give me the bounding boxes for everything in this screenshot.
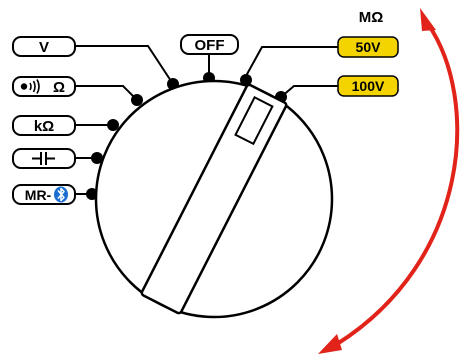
bluetooth-icon (54, 186, 68, 203)
dot-kohm (107, 119, 119, 131)
label-kohm: kΩ (34, 118, 54, 135)
label-megaohm: MΩ (359, 9, 384, 26)
label-continuity-box: Ω (12, 76, 76, 97)
label-mr: MR- (25, 187, 52, 203)
label-off: OFF (195, 37, 225, 54)
knob-handle (140, 83, 288, 315)
label-50v: 50V (356, 39, 382, 55)
label-volt: V (39, 39, 49, 56)
dot-continuity (131, 94, 143, 106)
label-continuity: Ω (53, 79, 65, 96)
label-off-box: OFF (180, 34, 239, 55)
label-100v: 100V (352, 78, 385, 94)
label-volt-box: V (12, 36, 76, 57)
leader-lines (75, 45, 338, 195)
label-kohm-box: kΩ (12, 115, 76, 136)
badge-100v: 100V (337, 75, 399, 97)
label-capacitor-box (12, 148, 76, 169)
rotation-arrow-arc (335, 22, 460, 346)
dot-capacitor (91, 152, 103, 164)
badge-50v: 50V (337, 36, 399, 58)
leader-line-50v (245, 46, 338, 77)
leader-line-continuity (75, 85, 138, 101)
dot-50v (240, 74, 252, 86)
leader-line-volt (75, 45, 174, 85)
label-mr-box: MR- (12, 184, 76, 205)
knob-pointer-indicator (234, 95, 274, 146)
arrow-head-down (318, 334, 342, 354)
rotation-arrow (318, 8, 460, 354)
capacitor-icon (32, 152, 55, 165)
sound-waves-icon (20, 79, 40, 94)
leader-line-100v (280, 85, 338, 98)
arrow-head-up (420, 8, 436, 31)
